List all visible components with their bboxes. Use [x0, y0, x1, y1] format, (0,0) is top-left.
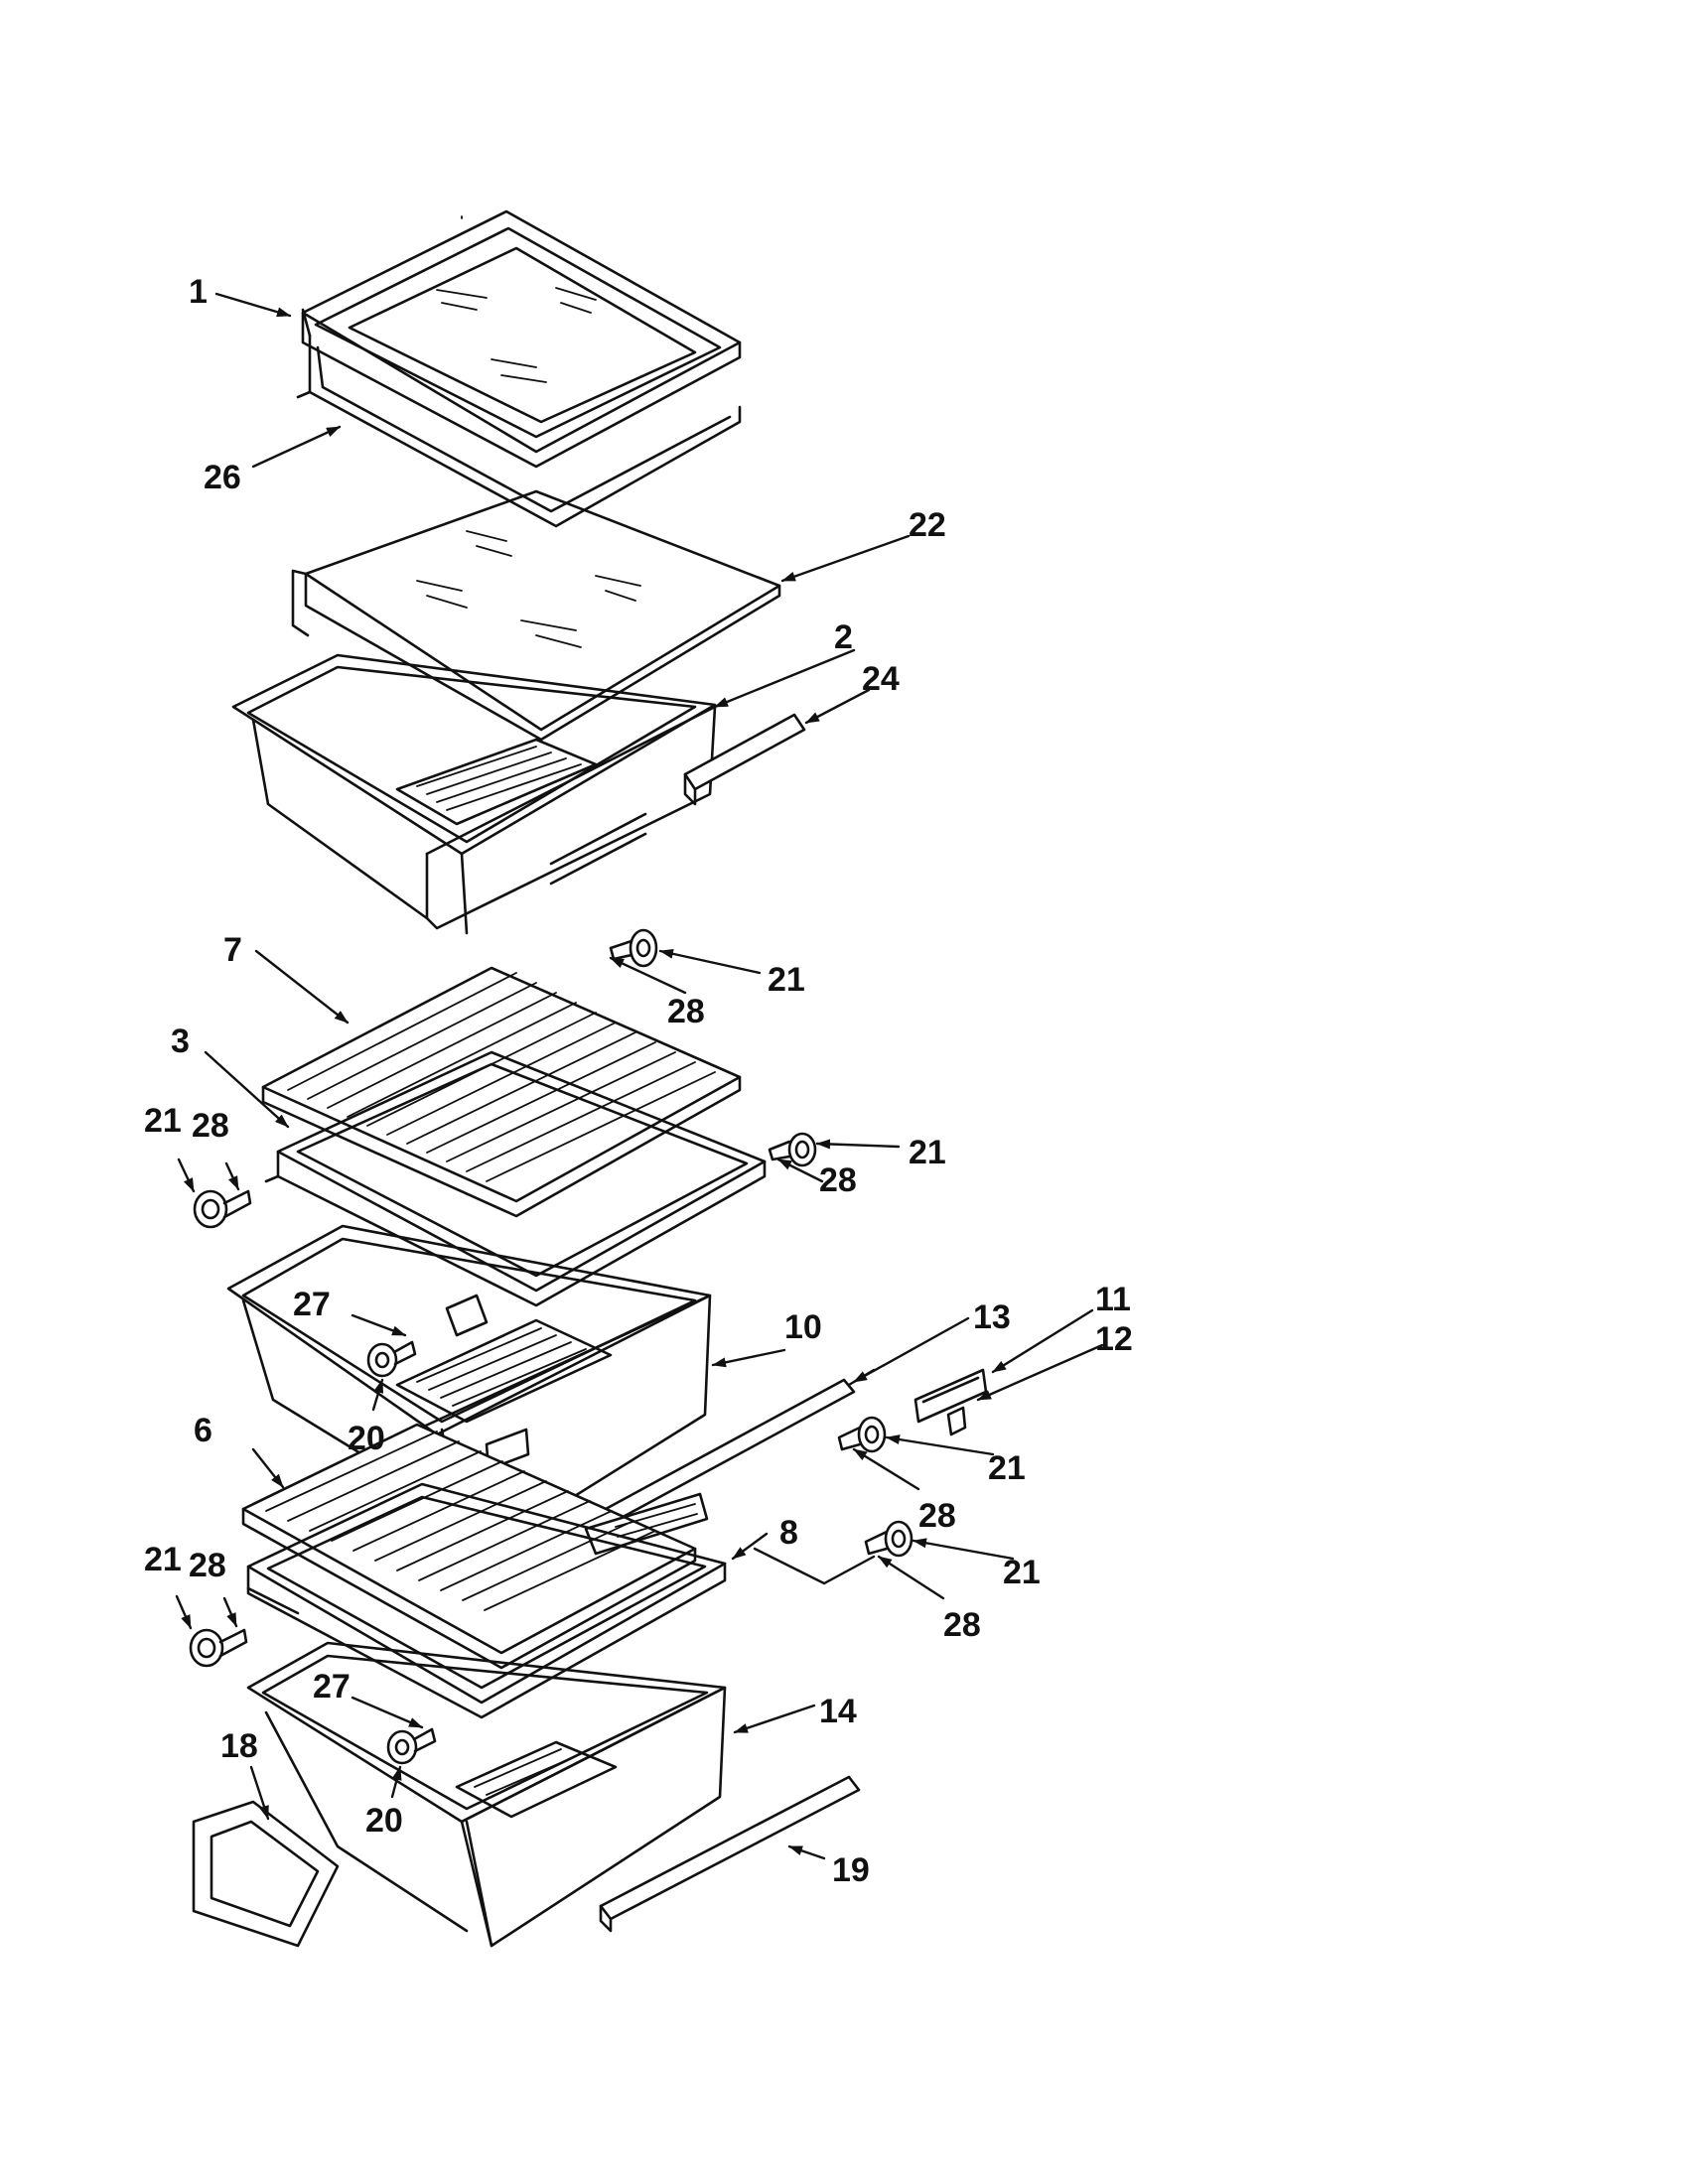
callout-22: 22 — [909, 506, 946, 544]
fastener-set-right-lower — [864, 1520, 913, 1558]
callout-1: 1 — [189, 273, 208, 311]
callout-6: 6 — [194, 1412, 212, 1449]
callout-21e: 21 — [144, 1541, 182, 1578]
callout-20b: 20 — [365, 1802, 403, 1840]
callout-28c: 28 — [819, 1161, 857, 1199]
callout-11: 11 — [1095, 1281, 1131, 1318]
callout-14: 14 — [819, 1693, 857, 1730]
callout-18: 18 — [220, 1727, 258, 1765]
callout-28a: 28 — [667, 993, 705, 1030]
callout-10: 10 — [784, 1308, 822, 1346]
callout-28f: 28 — [943, 1606, 981, 1644]
callout-28b: 28 — [192, 1107, 229, 1145]
part-18-label — [192, 1800, 340, 1948]
part-2-crisper-drawer — [231, 653, 717, 935]
fastener-set-right-middle — [837, 1416, 887, 1453]
callout-19: 19 — [832, 1851, 870, 1889]
callout-2: 2 — [834, 618, 853, 656]
callout-3: 3 — [171, 1023, 190, 1060]
callout-28d: 28 — [918, 1497, 956, 1535]
part-12-bracket — [946, 1406, 967, 1436]
part-7-shelf-glass — [261, 966, 742, 1218]
callout-21d: 21 — [988, 1449, 1026, 1487]
part-20-roller-upper — [366, 1340, 417, 1378]
fastener-set-left-upper — [193, 1189, 252, 1229]
fastener-set-right-upper — [768, 1132, 817, 1167]
callout-12: 12 — [1095, 1320, 1133, 1358]
part-26-shelf-frame — [296, 308, 742, 528]
leader-lines — [175, 292, 1104, 1860]
callout-21f: 21 — [1003, 1554, 1041, 1591]
part-22-shelf-insert — [291, 489, 781, 742]
callout-7: 7 — [223, 931, 242, 969]
part-19-trim — [599, 1775, 861, 1933]
part-3-shelf-frame — [264, 1050, 767, 1307]
part-20-roller-lower — [386, 1727, 437, 1765]
callout-labels: 1 26 22 2 24 7 21 28 3 21 28 21 28 27 20… — [144, 273, 1133, 1889]
callout-26: 26 — [204, 459, 241, 496]
callout-21b: 21 — [144, 1102, 182, 1140]
callout-27a: 27 — [293, 1286, 331, 1323]
part-8-shelf-frame — [246, 1482, 727, 1719]
callout-28e: 28 — [189, 1547, 226, 1584]
fastener-set-top — [609, 928, 658, 968]
callout-13: 13 — [973, 1298, 1011, 1336]
callout-8: 8 — [779, 1514, 798, 1552]
fastener-set-left-lower — [189, 1628, 248, 1668]
callout-24: 24 — [862, 660, 900, 698]
callout-21a: 21 — [768, 961, 805, 999]
callout-27b: 27 — [313, 1668, 351, 1706]
callout-20a: 20 — [348, 1420, 385, 1457]
part-1-glass-shelf — [301, 209, 742, 469]
part-24-handle-trim — [683, 713, 806, 806]
callout-21c: 21 — [909, 1134, 946, 1171]
